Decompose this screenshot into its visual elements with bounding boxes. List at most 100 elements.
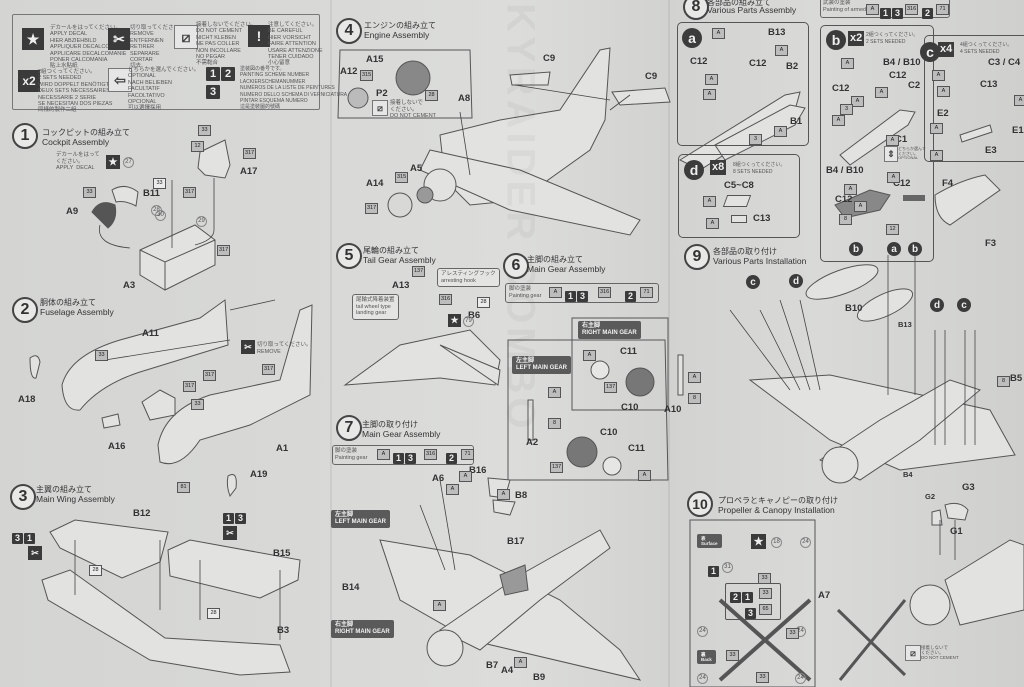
color-code: A	[638, 470, 651, 481]
right-main-gear-label: 右主脚 RIGHT MAIN GEAR	[578, 321, 641, 339]
color-code: A	[851, 96, 864, 107]
part-label: A17	[240, 166, 258, 177]
wing-upper-left	[50, 520, 168, 578]
painting-gear-label: 脚の塗装	[335, 448, 358, 454]
step-title-en: Main Gear Assembly	[527, 264, 606, 274]
part-label: E2	[937, 108, 949, 119]
ring-a14	[388, 193, 412, 217]
step-title-en: Engine Assembly	[364, 30, 430, 40]
color-code: 28	[207, 608, 220, 619]
tail-plane	[440, 345, 500, 385]
part-a5	[417, 187, 433, 203]
sets-multiplier: x8	[710, 160, 727, 175]
cut-icon: ✂	[241, 340, 255, 354]
page-fold	[330, 0, 332, 687]
color-code: 33	[95, 350, 108, 361]
color-chip-a: A	[377, 449, 390, 460]
scheme-badge: 3	[577, 291, 588, 302]
color-code: A	[875, 87, 888, 98]
part-label: A18	[18, 394, 36, 405]
no-cement-icon: ⧄	[905, 645, 921, 661]
color-code: 81	[177, 482, 190, 493]
part-label: A12	[340, 66, 358, 77]
color-code: A	[937, 86, 950, 97]
scheme-badges: 3	[745, 603, 757, 621]
sub-letter: a	[682, 28, 702, 48]
color-code: 33	[726, 650, 739, 661]
tail-wheel-note: 尾輪式降着装置 tail wheel type landing gear	[352, 294, 399, 320]
instrument-panel	[92, 203, 116, 228]
do-not-cement-note: 接着しないで ください。 DO NOT CEMENT	[921, 645, 959, 660]
part-label: G3	[962, 482, 975, 493]
color-code: 28	[477, 297, 490, 308]
sub-ref-badge: d	[789, 274, 803, 288]
scheme-badge: 3	[206, 85, 220, 99]
color-code: 317	[243, 148, 257, 159]
part-a19	[227, 475, 236, 497]
part-label: A4	[501, 665, 514, 676]
step-title-en: Main Gear Assembly	[362, 429, 441, 439]
color-code: 317	[183, 187, 197, 198]
part-label: A1	[276, 443, 289, 454]
sub-ref-badge: b	[908, 242, 922, 256]
step-title-jp: 尾輪の組み立て	[363, 246, 419, 255]
cowling	[424, 169, 456, 201]
part-label: B8	[515, 490, 528, 501]
color-code: A	[446, 484, 459, 495]
color-code: 317	[262, 364, 276, 375]
tail-fuselage	[345, 330, 500, 385]
panel-decal	[112, 186, 138, 206]
color-code: 137	[550, 462, 564, 473]
scheme-badge: 1	[206, 67, 220, 81]
part-label: A11	[142, 328, 159, 339]
install-aircraft-cowling	[822, 447, 858, 483]
color-code: A	[1014, 95, 1024, 106]
sets-note: 8組つくってください。 8 SETS NEEDED	[733, 162, 786, 175]
remove-note: 切り取ってください。 REMOVE	[257, 342, 312, 355]
scheme-badge: 1	[24, 533, 35, 544]
symbol-legend	[12, 14, 320, 110]
color-code: A	[514, 657, 527, 668]
decal-number: 30	[155, 210, 166, 221]
part-label: A2	[526, 437, 539, 448]
wing-lower	[42, 570, 290, 675]
scheme-badge: 3	[235, 513, 246, 524]
install-aircraft-wing	[750, 375, 1015, 470]
step-number: 5	[336, 243, 362, 269]
scheme-badge: 3	[745, 608, 756, 619]
two-sets-icon: x2	[18, 70, 40, 92]
color-code: A	[497, 489, 510, 500]
gear-aircraft-fuselage	[440, 530, 610, 650]
part-b8	[493, 500, 515, 515]
part-a16	[102, 414, 120, 428]
color-code: A	[703, 196, 716, 207]
part-label: A7	[818, 590, 831, 601]
star-icon: ★	[448, 314, 461, 327]
color-code: 317	[203, 370, 217, 381]
scheme-badge: 1	[708, 566, 719, 577]
color-chip-a: A	[866, 4, 879, 15]
decal-number: 24	[795, 673, 806, 684]
store-b10	[802, 258, 882, 307]
hub-c11	[591, 361, 609, 379]
painting-armed-label: 武装の塗装	[823, 0, 851, 6]
gear-aircraft-cowling	[427, 630, 463, 666]
legend-painting-scheme: 塗装図の番号です。 PAINTING SCHEME NUMBER LACKIER…	[240, 66, 348, 111]
part-label: B11	[143, 188, 160, 199]
right-main-gear-label: 右主脚 RIGHT MAIN GEAR	[331, 620, 394, 638]
part-label: B2	[786, 61, 799, 72]
part-label: E1	[1012, 125, 1024, 136]
part-label: C12	[690, 56, 708, 67]
part-label: G2	[925, 492, 936, 501]
step-number: 10	[687, 491, 713, 517]
gear-aircraft-wing	[380, 540, 640, 680]
part-label: C9	[543, 53, 556, 64]
scheme-badge: 3	[405, 453, 416, 464]
left-main-gear-label: 左主脚 LEFT MAIN GEAR	[512, 356, 571, 374]
color-code: 33	[786, 628, 799, 639]
color-code: 316	[598, 287, 612, 298]
color-chip-a: A	[549, 287, 562, 298]
color-code: A	[886, 135, 899, 146]
part-label: B17	[507, 536, 525, 547]
